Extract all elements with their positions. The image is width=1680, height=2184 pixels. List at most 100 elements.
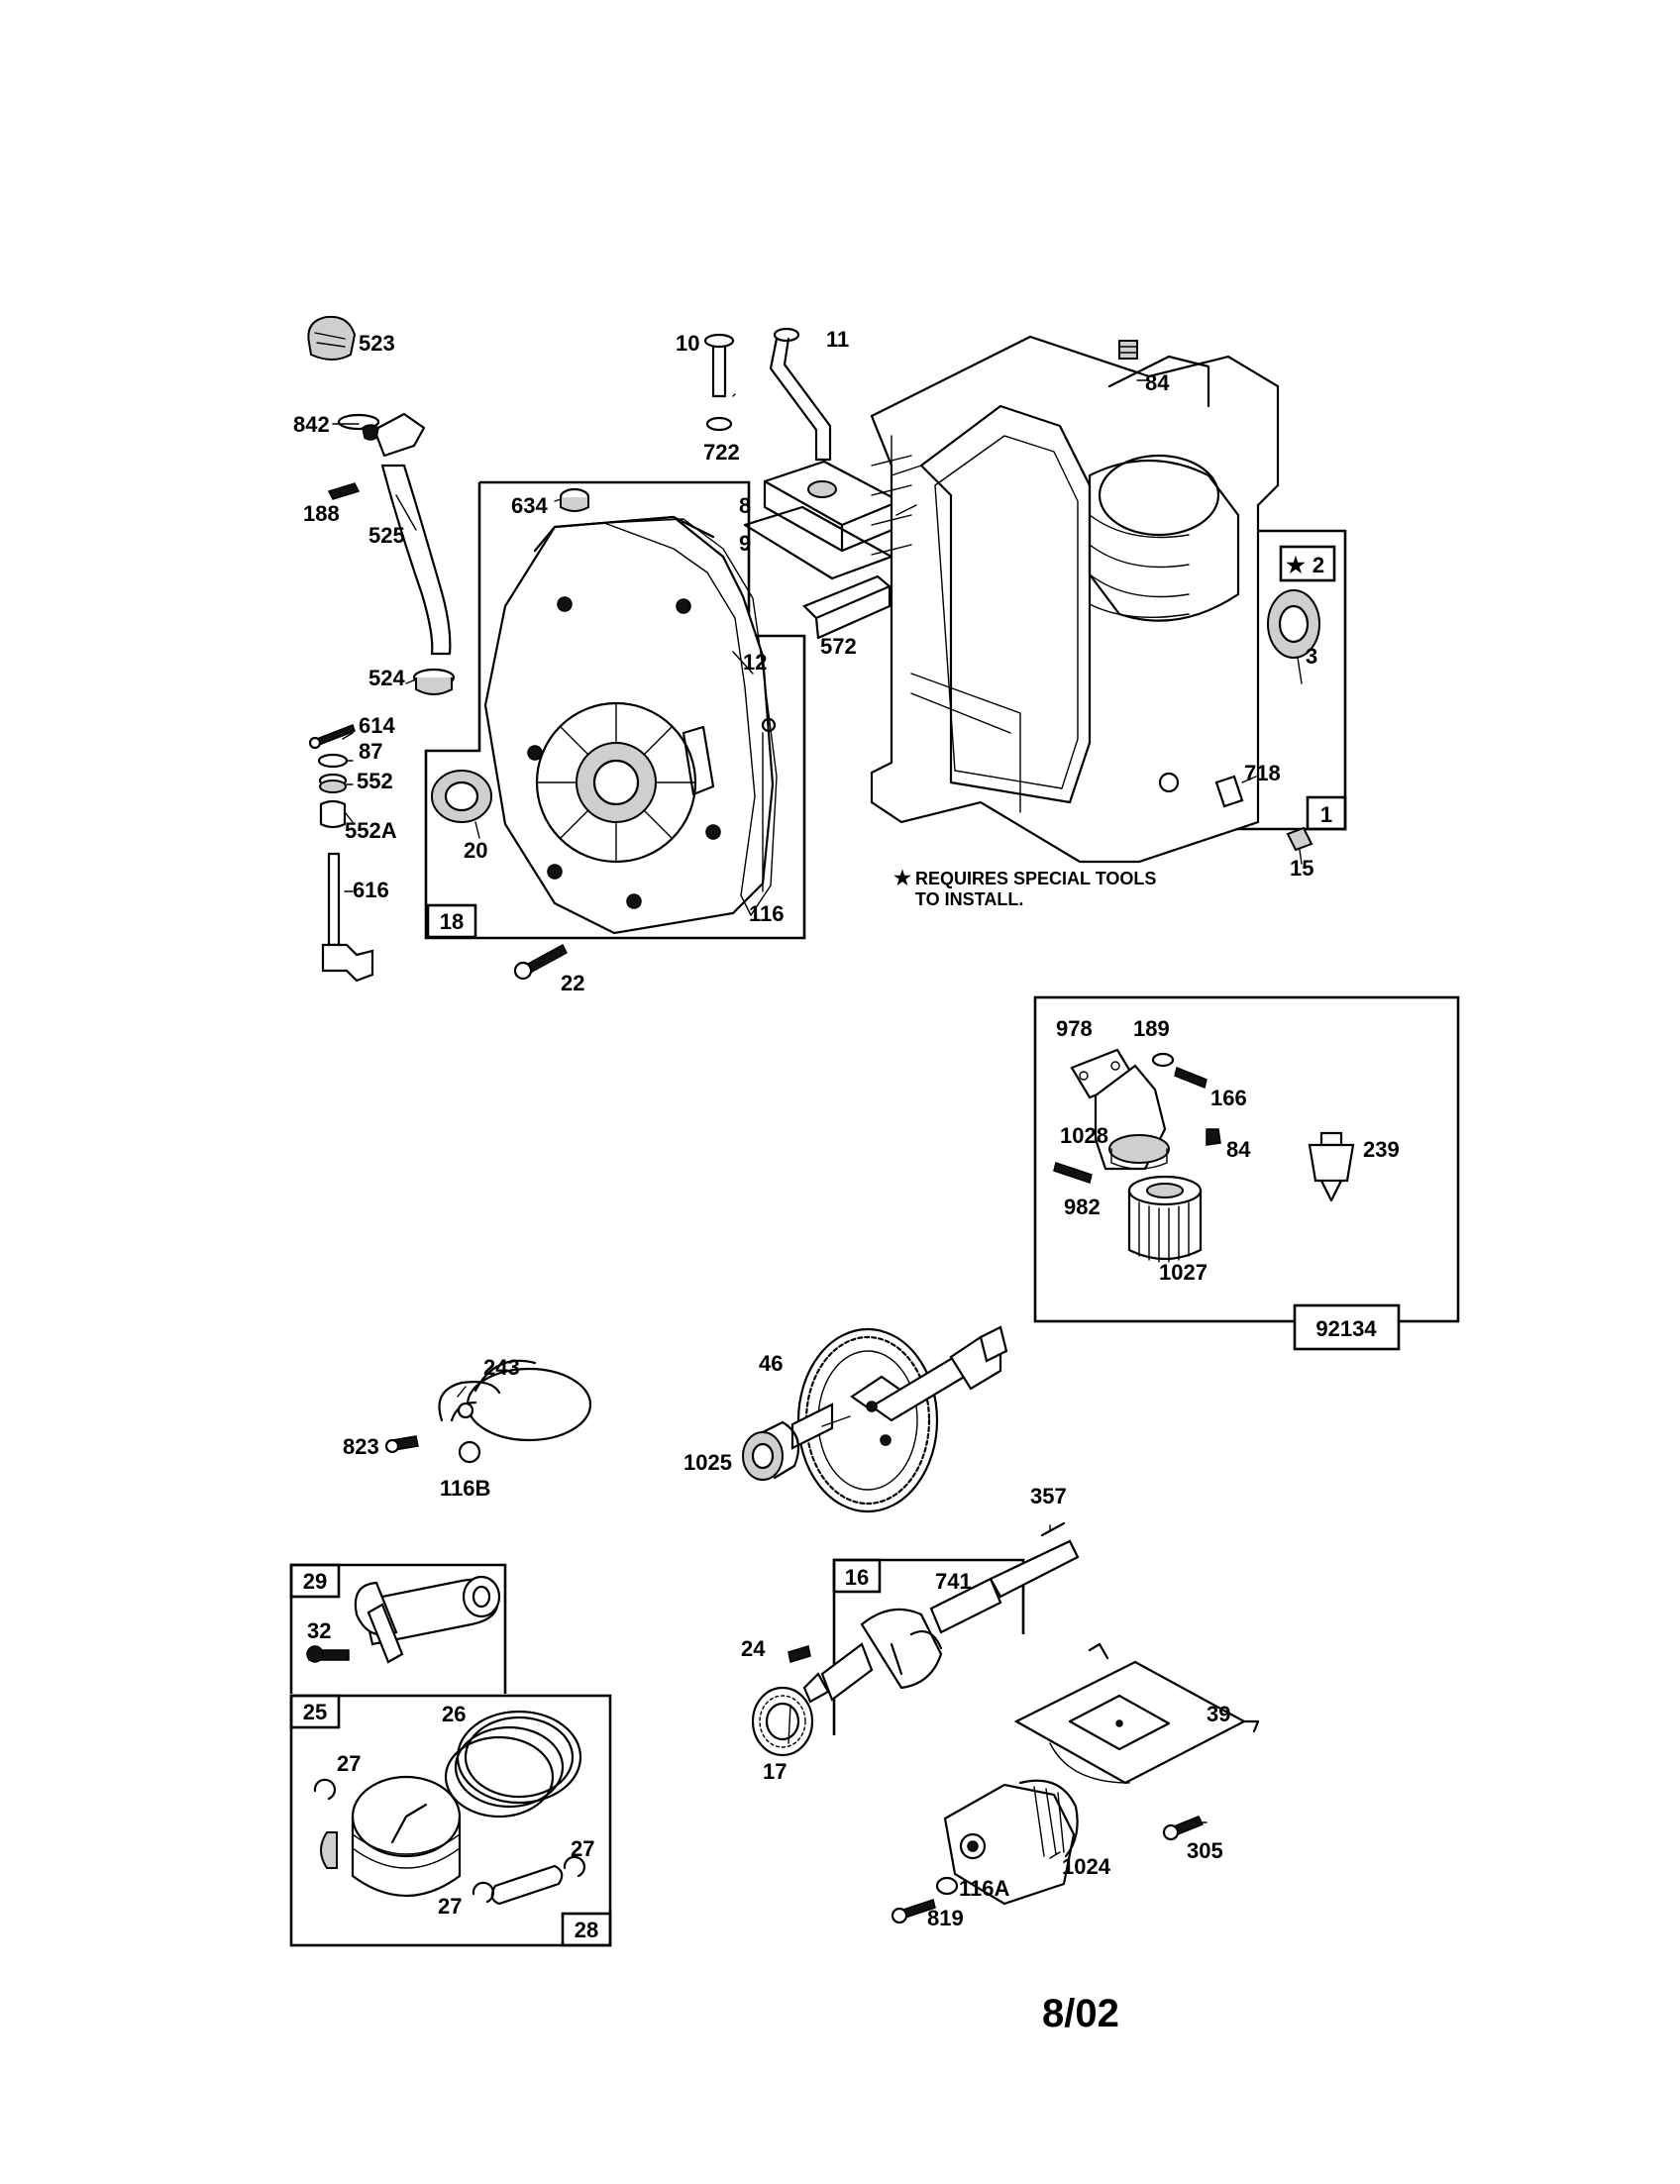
note-star-icon: ★ (893, 868, 911, 889)
callout-9: 9 (739, 531, 751, 556)
kit-label-1: 1 (1320, 802, 1332, 827)
callout-524: 524 (368, 666, 405, 690)
callout-27-bottom: 27 (438, 1894, 462, 1919)
callout-116a: 116A (959, 1876, 1009, 1901)
callout-46: 46 (759, 1351, 783, 1376)
kit-label-28: 28 (575, 1918, 598, 1942)
block-plug-15 (1286, 826, 1313, 852)
callout-22: 22 (561, 971, 584, 995)
dipstick-cap (307, 315, 357, 361)
leader-lines (332, 379, 1303, 1859)
oil-pickup-screen (1013, 1642, 1260, 1785)
callout-84-filter: 84 (1226, 1137, 1251, 1162)
slinger-washer (458, 1440, 481, 1464)
note-line-1: REQUIRES SPECIAL TOOLS (915, 869, 1156, 888)
callout-819: 819 (927, 1906, 964, 1930)
crankshaft-key-24 (788, 1645, 811, 1663)
breather-tube (769, 327, 832, 462)
oil-pressure-switch (1308, 1131, 1355, 1202)
note-line-2: TO INSTALL. (915, 889, 1023, 909)
callout-15: 15 (1290, 856, 1313, 881)
camshaft-gear (790, 1325, 1008, 1513)
crankshaft-oil-seal (1267, 589, 1320, 659)
breather-bolt (703, 333, 735, 398)
kit-box-18: 18 (424, 480, 806, 940)
callout-239: 239 (1363, 1137, 1400, 1162)
governor-parts (308, 724, 374, 983)
callout-1025: 1025 (683, 1450, 732, 1475)
piston-pin (490, 1864, 564, 1906)
piston-rings (444, 1710, 582, 1819)
callout-189: 189 (1133, 1016, 1170, 1041)
dowel-pin (1214, 775, 1244, 808)
callout-823: 823 (343, 1434, 379, 1459)
callout-87: 87 (359, 739, 382, 764)
adapter-bolt (1174, 1066, 1208, 1090)
filter-adapter (1094, 1064, 1170, 1171)
callout-27-right: 27 (571, 1836, 594, 1861)
callout-741: 741 (935, 1569, 972, 1594)
tube-seal (412, 668, 456, 695)
breather-baffle (802, 574, 892, 640)
date-code: 8/02 (1042, 1992, 1119, 2035)
callout-718: 718 (1244, 761, 1281, 785)
callout-8: 8 (739, 493, 751, 518)
pump-washer (935, 1876, 959, 1896)
dipstick-tube (362, 412, 452, 656)
kit-label-92134: 92134 (1315, 1316, 1377, 1341)
callout-10: 10 (676, 331, 699, 356)
callout-17: 17 (763, 1759, 787, 1784)
callout-978: 978 (1056, 1016, 1093, 1041)
adapter-plug (1206, 1128, 1221, 1146)
oil-seal-cover (431, 770, 492, 823)
callout-39: 39 (1207, 1702, 1230, 1726)
callout-357: 357 (1030, 1484, 1067, 1508)
breather-cover (763, 460, 901, 553)
callout-842: 842 (293, 412, 330, 437)
camshaft-seal (742, 1420, 800, 1481)
callout-32: 32 (307, 1618, 331, 1643)
kit-label-18: 18 (440, 909, 464, 934)
callout-634: 634 (511, 493, 548, 518)
callout-552: 552 (357, 769, 393, 793)
kit-box-25: 25 28 (289, 1694, 612, 1947)
slinger-bolt (384, 1435, 419, 1454)
callout-525: 525 (368, 523, 405, 548)
callout-722: 722 (703, 440, 740, 465)
crankshaft (802, 1539, 1080, 1704)
dipstick-tube-bolt (327, 482, 361, 500)
connecting-rod (354, 1575, 501, 1664)
callout-24: 24 (741, 1636, 766, 1661)
oil-slinger-assembly (438, 1359, 592, 1442)
callout-572: 572 (820, 634, 857, 659)
oil-filter (1127, 1175, 1203, 1263)
filter-bolt (1053, 1162, 1093, 1184)
callout-1028: 1028 (1060, 1123, 1108, 1148)
pump-bolt-819 (891, 1899, 936, 1924)
cover-plug (559, 487, 590, 512)
cylinder-block (870, 335, 1280, 864)
oil-pump (943, 1779, 1079, 1906)
callout-84-block: 84 (1145, 370, 1170, 395)
callout-188: 188 (303, 501, 340, 526)
callout-305: 305 (1187, 1838, 1223, 1863)
kit-box-16: 16 (832, 1558, 1025, 1735)
callout-614: 614 (359, 713, 395, 738)
callout-552a: 552A (345, 818, 397, 843)
pump-bolt-305 (1162, 1816, 1205, 1841)
callout-numbers: 523 842 188 525 524 614 87 552 552A 616 … (293, 327, 1400, 1930)
callout-1024: 1024 (1062, 1854, 1111, 1879)
cover-gasket (603, 518, 778, 916)
special-tools-star-icon: ★ (1286, 553, 1306, 577)
kit-label-2: 2 (1312, 553, 1324, 577)
main-bearing (751, 1686, 814, 1757)
callout-20: 20 (464, 838, 487, 863)
crankshaft-key-357 (1040, 1521, 1066, 1537)
kit-box-29: 29 (289, 1563, 507, 1694)
special-tools-note: ★ REQUIRES SPECIAL TOOLS TO INSTALL. (893, 868, 1156, 909)
callout-166: 166 (1210, 1086, 1247, 1110)
callout-523: 523 (359, 331, 395, 356)
callout-3: 3 (1306, 644, 1317, 669)
